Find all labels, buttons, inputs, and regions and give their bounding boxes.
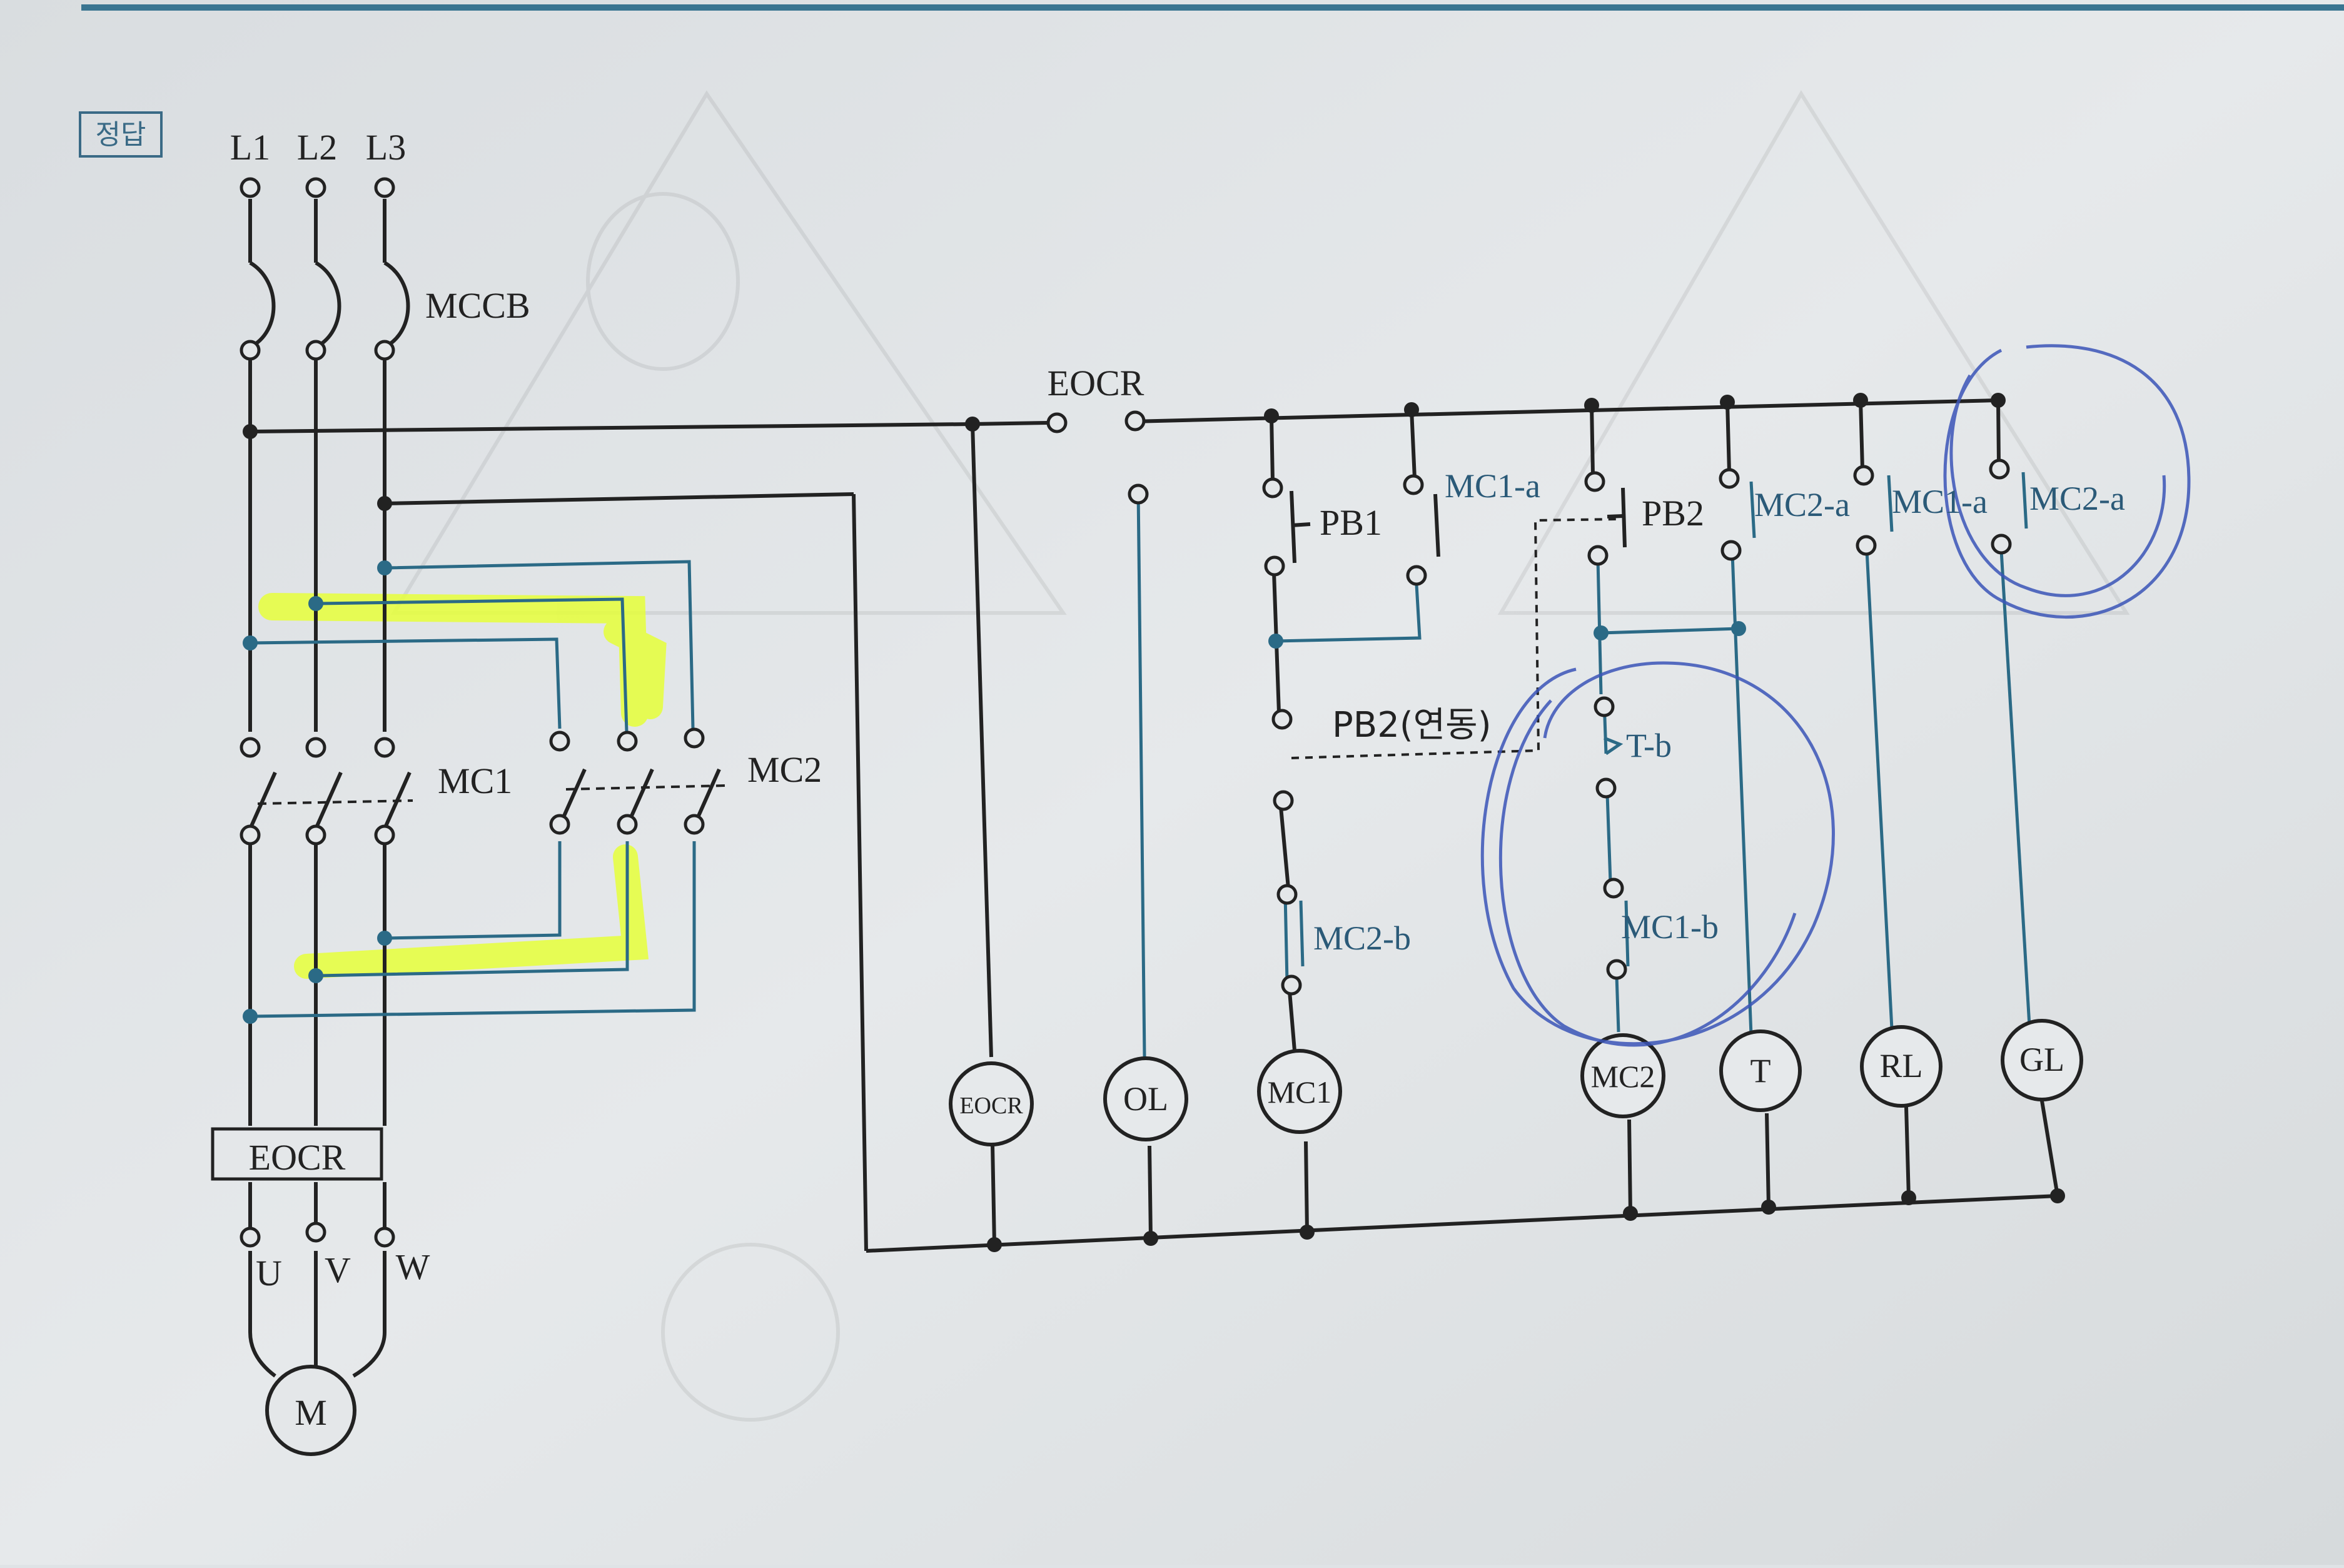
coil-mc1 — [1257, 1049, 1342, 1134]
pb1-label: PB1 — [1320, 502, 1382, 543]
motor-symbol — [265, 1365, 356, 1456]
answer-badge: 정답 — [96, 119, 146, 151]
control-contacts — [1046, 410, 2012, 996]
mc2-label: MC2 — [747, 749, 822, 790]
coil-mc2 — [1580, 1033, 1665, 1118]
coil-label-t: T — [1750, 1052, 1771, 1090]
mc1-a-label-2: MC1-a — [1892, 483, 1988, 520]
mc2-b-label: MC2-b — [1313, 919, 1411, 957]
terminal-u: U — [256, 1253, 282, 1293]
coils — [949, 1019, 2083, 1146]
power-circuit-black — [248, 199, 973, 1378]
pb2-linked-label: PB2(연동) — [1332, 705, 1492, 746]
mc1-label: MC1 — [438, 761, 512, 801]
coil-rl — [1860, 1025, 1942, 1108]
answer-badge-frame — [79, 111, 163, 158]
power-circuit-blue — [250, 560, 696, 1018]
terminal-w: W — [396, 1247, 430, 1287]
mccb-label: MCCB — [425, 285, 530, 326]
mc1-a-label: MC1-a — [1445, 467, 1540, 505]
coil-t — [1719, 1029, 1802, 1112]
mc2-mechanical-link — [565, 784, 726, 791]
phase-label-l2: L2 — [297, 127, 337, 168]
power-junctions-blue — [243, 560, 392, 1024]
coil-gl — [2001, 1019, 2083, 1101]
mc2-a-label-2: MC2-a — [2029, 480, 2125, 517]
control-junctions — [965, 393, 2065, 1252]
coil-label-ol: OL — [1123, 1080, 1168, 1118]
ghost-shapes — [390, 90, 2130, 1422]
phase-label-l1: L1 — [230, 127, 270, 168]
coil-label-mc2: MC2 — [1591, 1059, 1655, 1094]
eocr-power-label: EOCR — [249, 1137, 346, 1178]
coil-ol — [1103, 1056, 1188, 1141]
coil-label-eocr: EOCR — [959, 1093, 1023, 1119]
t-b-label: T-b — [1626, 727, 1672, 764]
eocr-contact-label: EOCR — [1048, 363, 1144, 403]
pb2-dashed-link — [1291, 518, 1617, 759]
phase-label-l3: L3 — [366, 127, 406, 168]
mc1-b-label: MC1-b — [1621, 908, 1719, 946]
mc2-a-label-1: MC2-a — [1754, 486, 1850, 524]
motor-label: M — [295, 1392, 327, 1433]
power-terminals — [240, 177, 705, 1248]
control-junctions-blue — [1268, 621, 1746, 649]
terminal-v: V — [325, 1250, 351, 1290]
pb2-label: PB2 — [1642, 493, 1704, 534]
eocr-box — [211, 1127, 383, 1181]
mc1-mechanical-link — [257, 799, 413, 805]
power-junctions-black — [243, 424, 392, 511]
pen-annotations — [1480, 344, 2191, 1047]
coil-label-rl: RL — [1879, 1047, 1922, 1085]
coil-eocr — [949, 1061, 1034, 1146]
coil-label-gl: GL — [2019, 1041, 2064, 1078]
coil-label-mc1: MC1 — [1268, 1075, 1332, 1110]
